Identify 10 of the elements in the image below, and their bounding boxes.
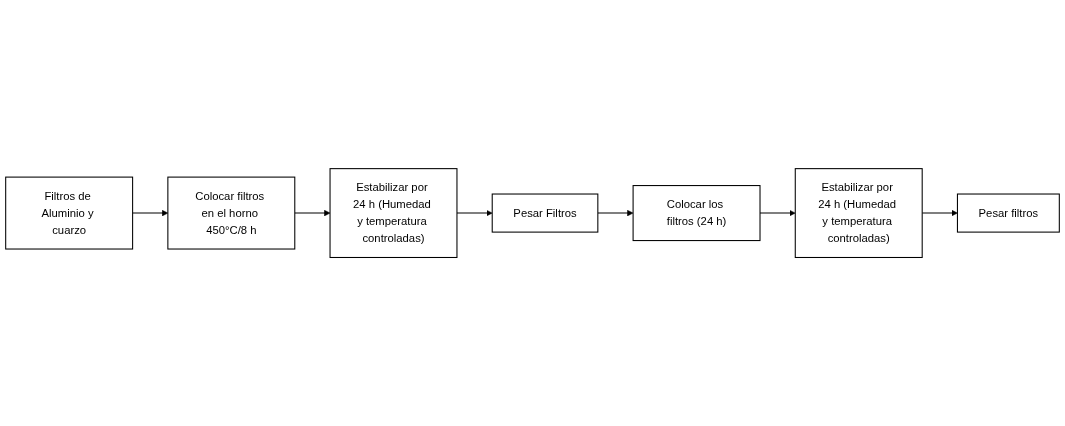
node-box: Colocar filtros en el horno 450°C/8 h bbox=[167, 176, 296, 250]
arrow bbox=[456, 209, 493, 217]
node-box: Pesar filtros bbox=[956, 193, 1060, 233]
node-box: Colocar los filtros (24 h) bbox=[632, 184, 761, 242]
node-box: Pesar Filtros bbox=[491, 193, 599, 233]
arrow bbox=[597, 209, 634, 217]
node-box: Filtros de Aluminio y cuarzo bbox=[5, 176, 134, 250]
arrow bbox=[294, 209, 331, 217]
node-box: Estabilizar por 24 h (Humedad y temperatura controladas) bbox=[794, 168, 923, 258]
node-box: Estabilizar por 24 h (Humedad y temperatura controladas) bbox=[329, 168, 458, 258]
